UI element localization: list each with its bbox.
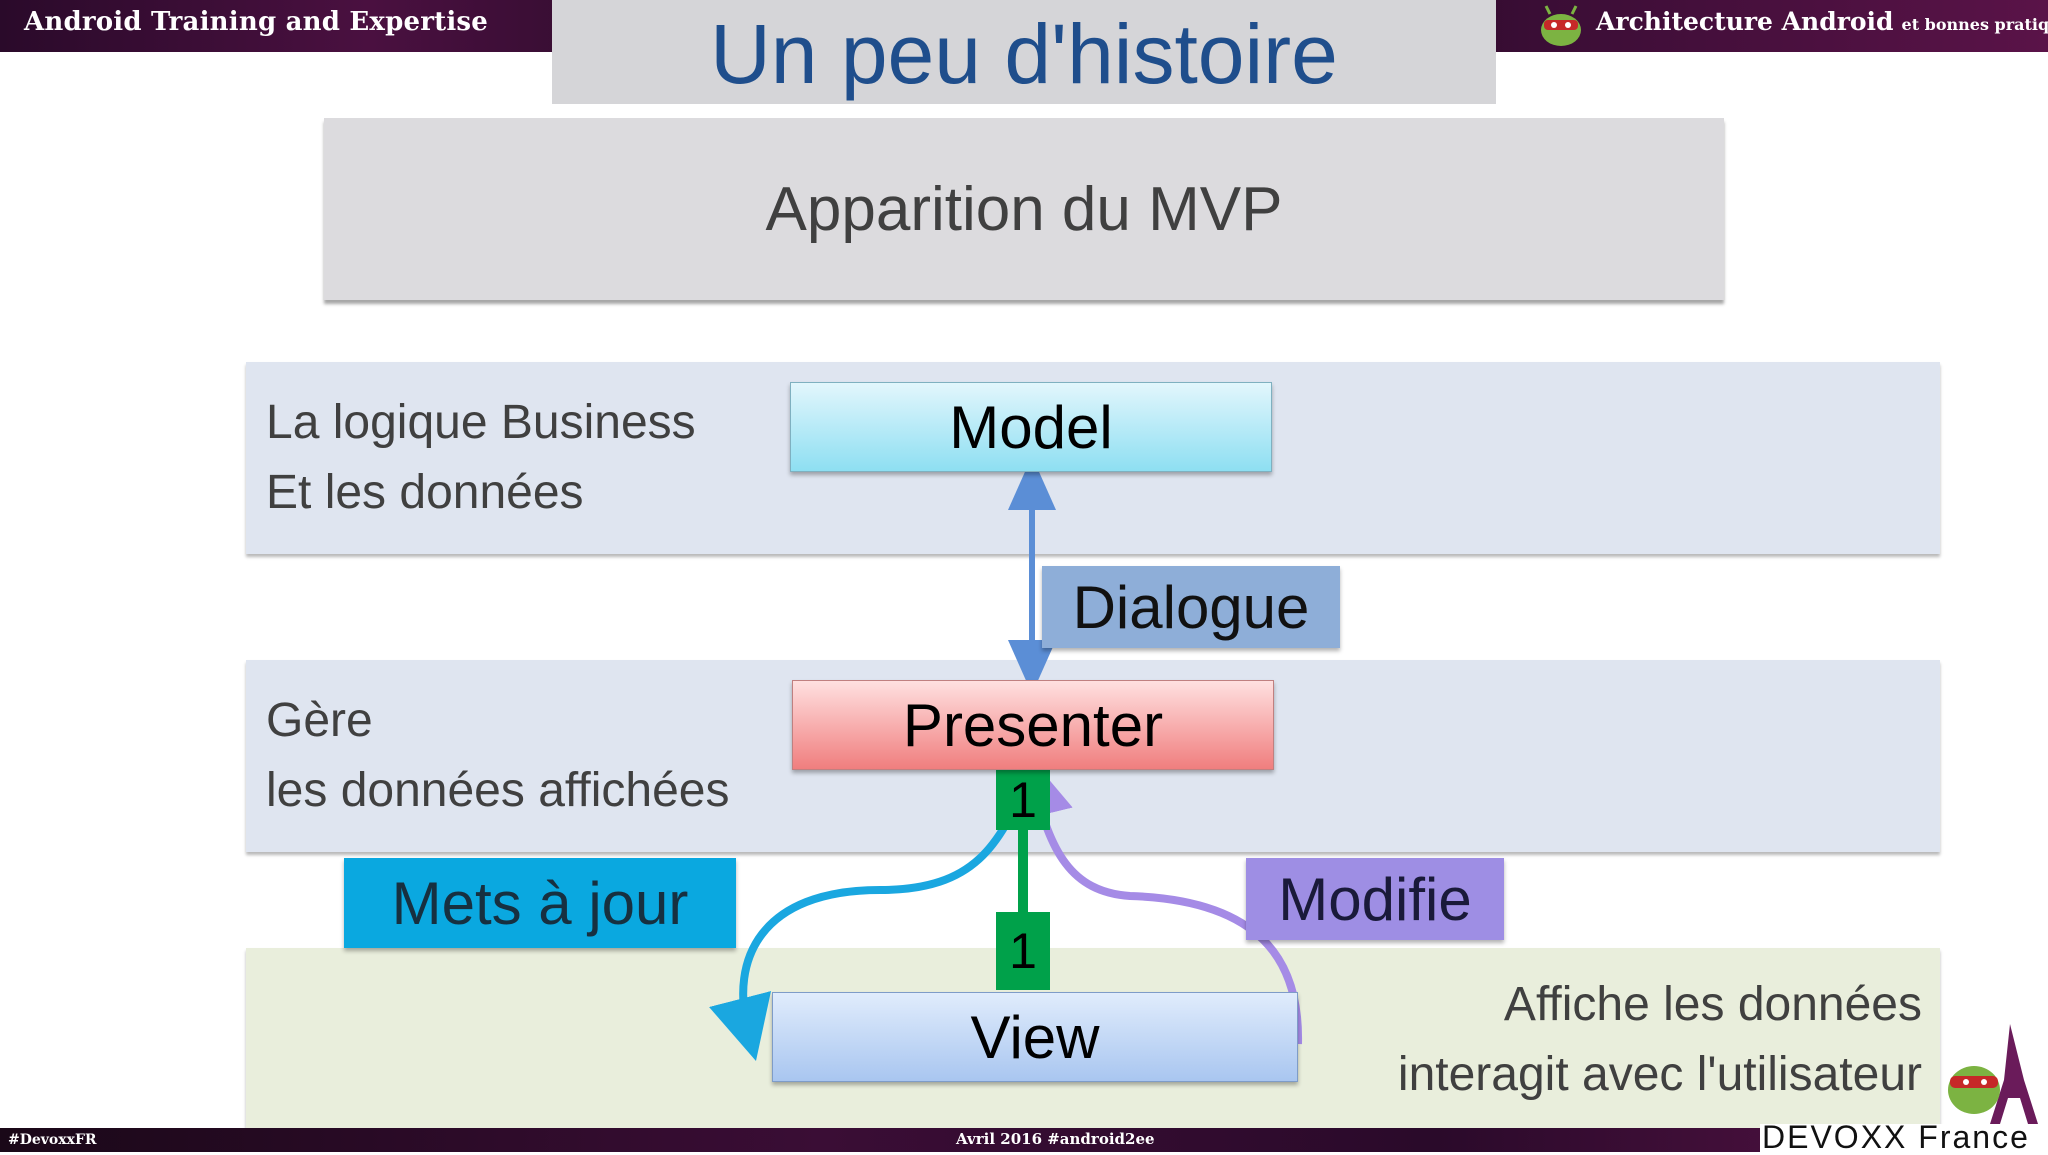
presenter-layer-line-2: les données affichées (266, 764, 730, 817)
banner-right-small: et bonnes pratiques (1901, 15, 2048, 34)
presenter-layer-line-1: Gère (266, 694, 373, 747)
banner-right-main: Architecture Android (1596, 7, 1894, 36)
model-node: Model (790, 382, 1272, 472)
dialogue-label: Dialogue (1042, 566, 1340, 648)
presenter-layer-description: Gère les données affichées (266, 686, 729, 826)
bottom-banner (0, 1128, 2048, 1152)
modify-label: Modifie (1246, 858, 1504, 940)
subtitle-background (324, 118, 1724, 300)
banner-left-title: Android Training and Expertise (24, 7, 488, 37)
android-logo-icon (1536, 2, 1586, 48)
model-layer-line-2: Et les données (266, 466, 584, 519)
presenter-node: Presenter (792, 680, 1274, 770)
slide-title: Un peu d'histoire (710, 7, 1338, 101)
model-layer-description: La logique Business Et les données (266, 388, 696, 528)
view-layer-description: Affiche les données interagit avec l'uti… (1300, 970, 1922, 1110)
view-node: View (772, 992, 1298, 1082)
footer-hashtag: #DevoxxFR (8, 1132, 97, 1148)
update-label: Mets à jour (344, 858, 736, 948)
footer-date: Avril 2016 #android2ee (956, 1130, 1155, 1148)
banner-right-title: Architecture Android et bonnes pratiques (1596, 7, 2048, 36)
model-layer-line-1: La logique Business (266, 396, 696, 449)
devoxx-logo-background (1760, 1124, 2048, 1152)
devoxx-eiffel-android-icon (1940, 1020, 2048, 1130)
multiplicity-view-side: 1 (996, 912, 1050, 990)
title-background (552, 0, 1496, 104)
devoxx-logo-text: DEVOXX France (1762, 1119, 2030, 1155)
multiplicity-presenter-side: 1 (996, 770, 1050, 830)
view-layer-line-1: Affiche les données (1503, 978, 1922, 1031)
view-layer-line-2: interagit avec l'utilisateur (1397, 1048, 1922, 1101)
slide-subtitle: Apparition du MVP (765, 174, 1283, 244)
